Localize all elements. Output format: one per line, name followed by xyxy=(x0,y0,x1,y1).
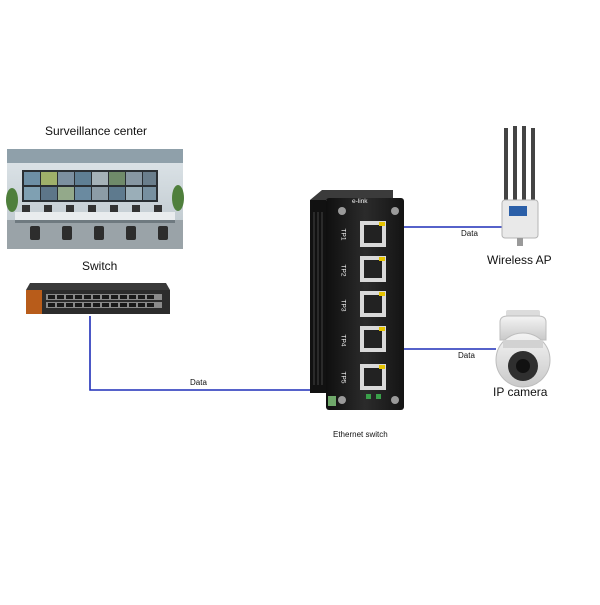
link-label-data-ip-camera: Data xyxy=(458,351,475,360)
ethernet-switch-label: Ethernet switch xyxy=(333,430,388,439)
surveillance-center-image xyxy=(6,149,184,249)
link-label-data-wireless-ap: Data xyxy=(461,229,478,238)
port-label-tp3: TP3 xyxy=(339,299,347,312)
rj45-ports xyxy=(360,221,386,390)
port-label-tp2: TP2 xyxy=(339,264,347,277)
wireless-ap-label: Wireless AP xyxy=(487,253,552,267)
ip-camera-device xyxy=(495,310,551,388)
switch-device xyxy=(26,283,170,314)
ethernet-switch-device xyxy=(310,190,404,410)
ip-camera-label: IP camera xyxy=(493,385,548,399)
port-label-tp5: TP5 xyxy=(339,371,347,384)
link-switch-to-ethernet-switch xyxy=(89,316,360,391)
surveillance-center-label: Surveillance center xyxy=(45,124,148,138)
link-label-data-switch: Data xyxy=(190,378,207,387)
switch-label: Switch xyxy=(82,259,118,273)
ethernet-switch-brand: e-link xyxy=(352,198,368,205)
video-wall xyxy=(22,170,158,202)
port-label-tp1: TP1 xyxy=(339,228,347,241)
wireless-ap-device xyxy=(501,126,539,246)
port-label-tp4: TP4 xyxy=(339,334,347,347)
